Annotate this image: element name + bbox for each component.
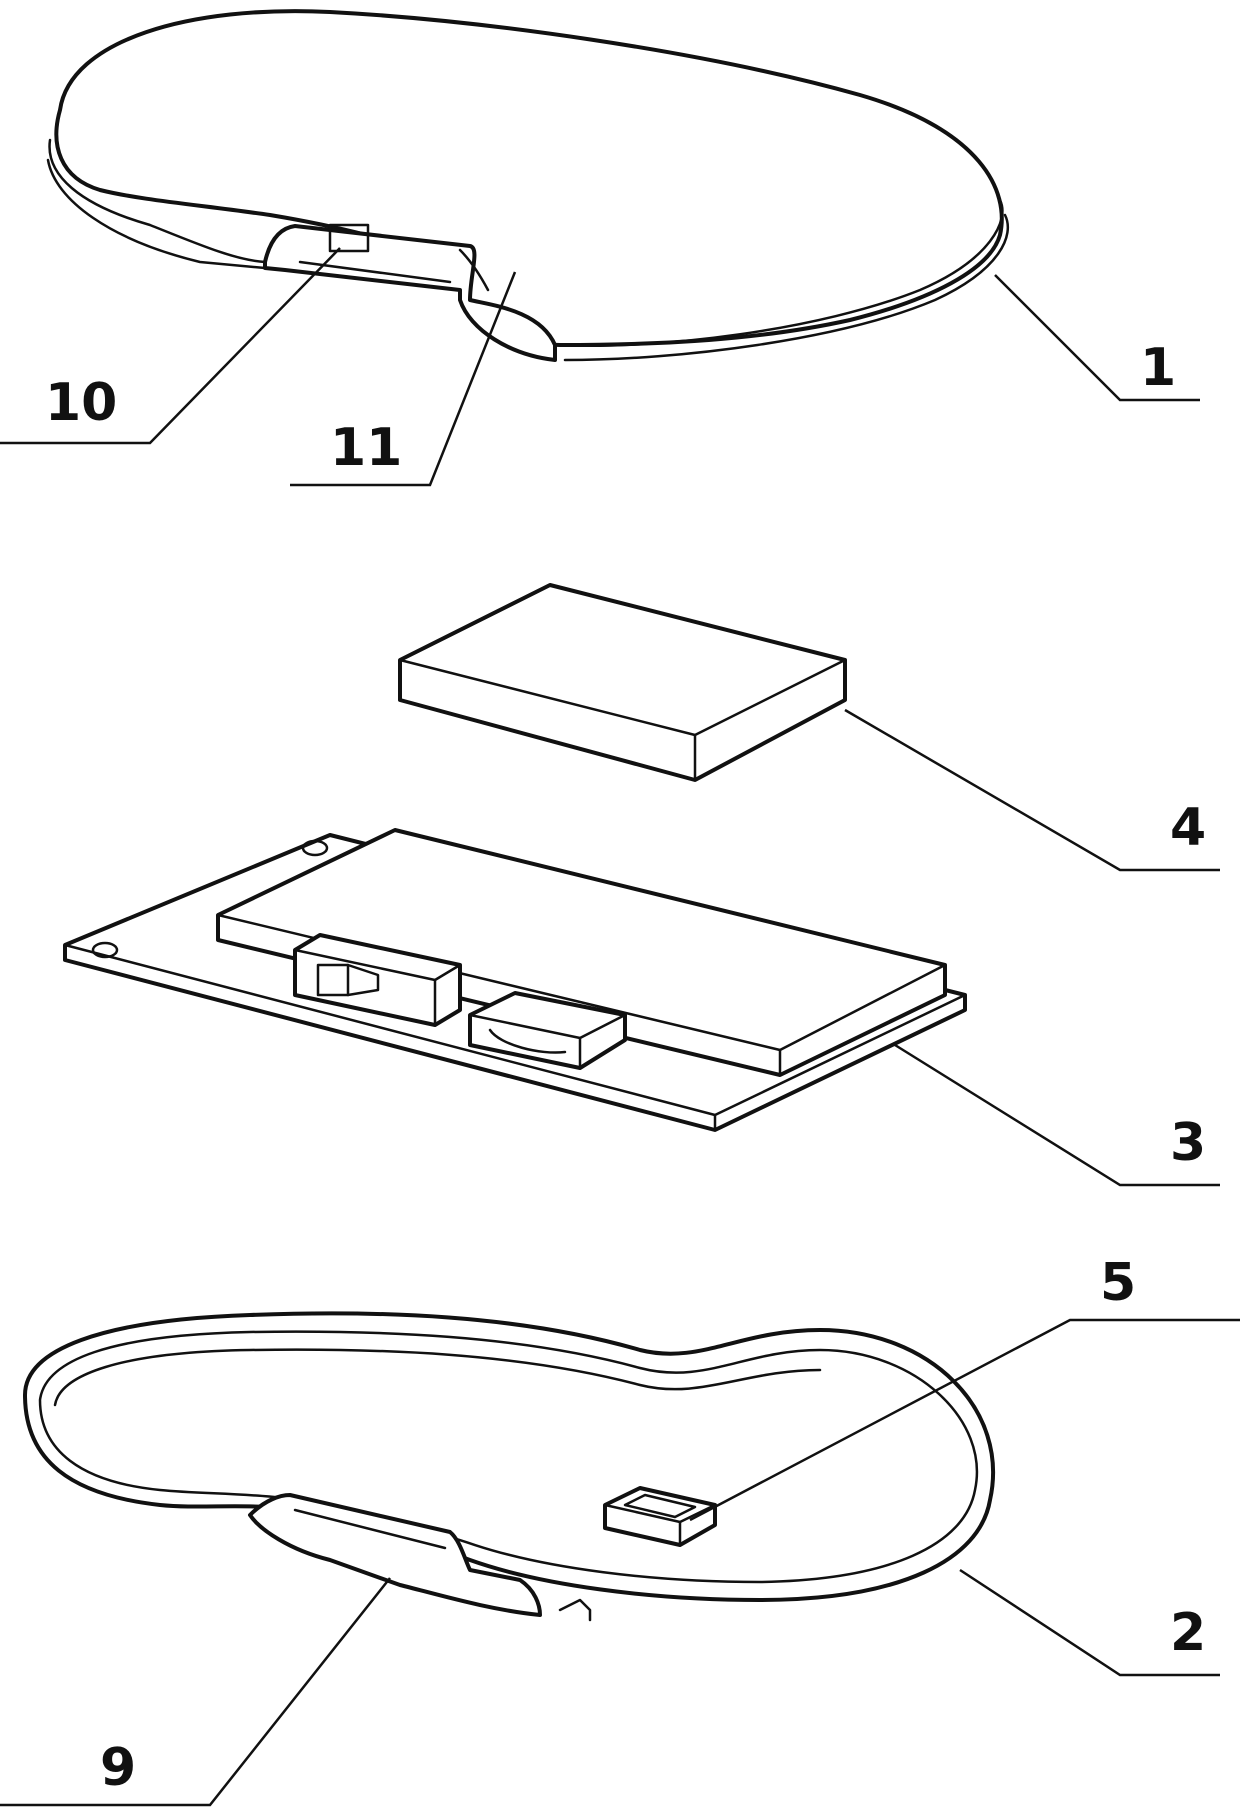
circuit-board bbox=[65, 830, 965, 1130]
label-3: 3 bbox=[1170, 1113, 1206, 1173]
label-11: 11 bbox=[330, 418, 402, 478]
label-1: 1 bbox=[1140, 338, 1176, 398]
label-2: 2 bbox=[1170, 1603, 1206, 1663]
battery-block bbox=[400, 585, 845, 780]
label-10: 10 bbox=[45, 373, 117, 433]
top-cover bbox=[48, 11, 1008, 360]
leader-4 bbox=[845, 710, 1220, 870]
leader-9 bbox=[0, 1578, 390, 1805]
label-5: 5 bbox=[1100, 1253, 1136, 1313]
label-9: 9 bbox=[100, 1738, 136, 1798]
label-4: 4 bbox=[1170, 798, 1206, 858]
bottom-shell bbox=[25, 1313, 993, 1620]
